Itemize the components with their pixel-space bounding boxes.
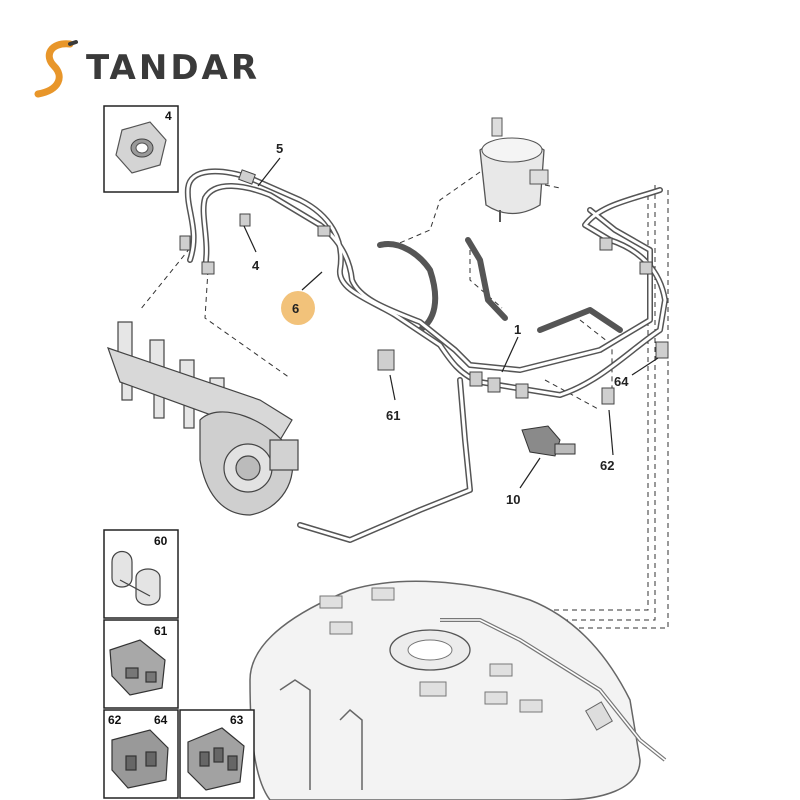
- highlight-marker: [281, 291, 315, 325]
- inset-clip-61: 61: [103, 619, 179, 709]
- inset-64-number: 64: [154, 713, 168, 727]
- callout-leaders: [243, 157, 659, 489]
- double-clip-icon: [111, 550, 161, 606]
- inset-nut: 4: [103, 105, 179, 193]
- inset-63-number: 63: [230, 713, 244, 727]
- connector-clip-icon: [111, 729, 169, 789]
- inset-62-number: 62: [108, 713, 122, 727]
- engine-injection-pump: [107, 321, 299, 516]
- callout-64: 64: [614, 374, 629, 389]
- inset-clip-60: 60: [103, 529, 179, 619]
- callout-10: 10: [506, 492, 520, 507]
- callout-5: 5: [276, 141, 283, 156]
- fuel-filter: [479, 117, 549, 222]
- inset-nut-number: 4: [165, 109, 172, 123]
- fuel-sensor: [521, 425, 576, 457]
- inset-60-number: 60: [154, 534, 168, 548]
- brand-name: TANDAR: [86, 48, 261, 88]
- brand-logo-icon: [34, 40, 78, 98]
- callout-61: 61: [386, 408, 400, 423]
- callout-6: 6: [292, 301, 299, 316]
- nut-icon: [115, 121, 167, 174]
- bracket-clip-icon: [109, 639, 166, 696]
- inset-61-number: 61: [154, 624, 168, 638]
- fuel-tank: [249, 580, 667, 800]
- triple-clip-icon: [187, 727, 245, 791]
- line-clips: [179, 169, 669, 405]
- callout-62: 62: [600, 458, 614, 473]
- inset-clip-62-64: 62 64: [103, 709, 179, 799]
- callout-1: 1: [514, 322, 521, 337]
- inset-clip-63: 63: [179, 709, 255, 799]
- callout-4: 4: [252, 258, 260, 273]
